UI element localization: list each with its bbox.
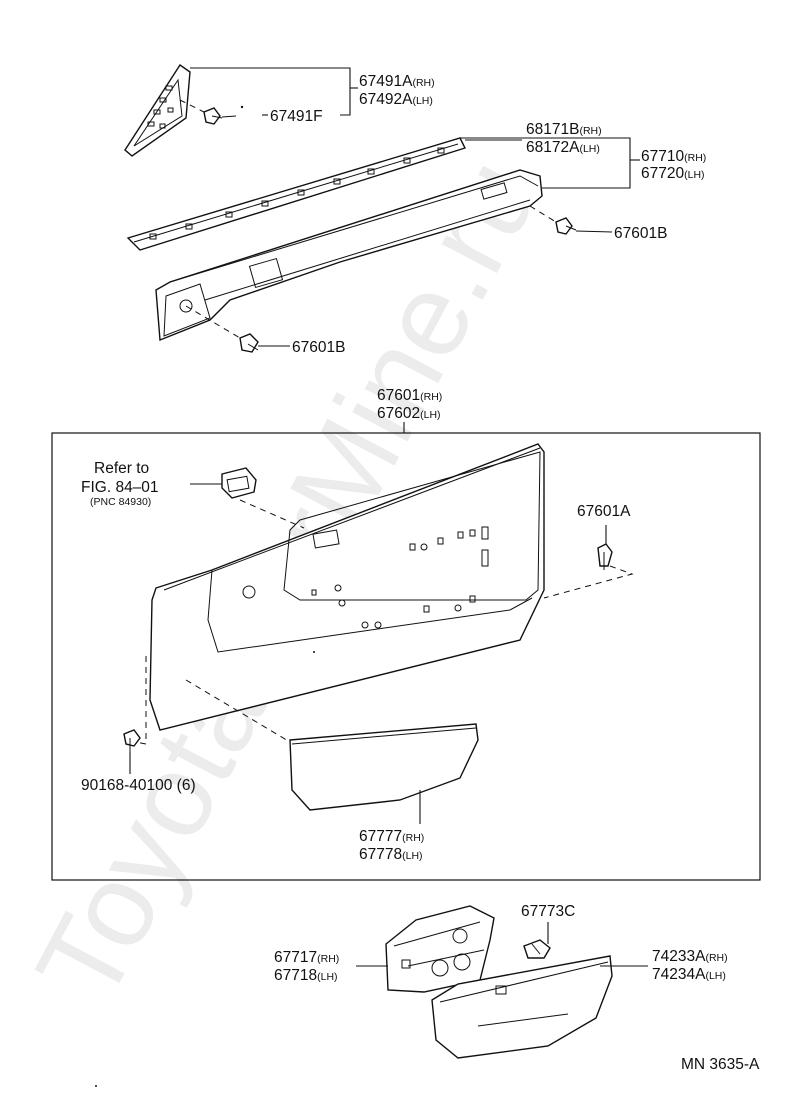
label-67717: 67717(RH)	[274, 949, 339, 966]
corner-garnish-part	[124, 64, 191, 157]
armrest-cover-part	[431, 955, 613, 1059]
label-74234A: 74234A(LH)	[652, 966, 726, 983]
upper-moulding-part	[126, 137, 466, 251]
clip-67601B-upper	[555, 217, 577, 235]
label-67601: 67601(RH)	[377, 387, 442, 404]
label-67777: 67777(RH)	[359, 828, 424, 845]
label-67491A: 67491A(RH)	[359, 73, 435, 90]
clip-67491F	[203, 107, 223, 125]
label-67718: 67718(LH)	[274, 967, 338, 984]
label-74233A: 74233A(RH)	[652, 948, 728, 965]
door-trim-frame	[51, 432, 761, 881]
label-67720: 67720(LH)	[641, 165, 705, 182]
refer-pnc-text: (PNC 84930)	[90, 496, 151, 508]
refer-to-text: Refer to	[94, 460, 149, 477]
clip-67601B-lower	[239, 333, 259, 353]
label-67710: 67710(RH)	[641, 148, 706, 165]
label-67492A: 67492A(LH)	[359, 91, 433, 108]
label-67773C: 67773C	[521, 903, 575, 920]
label-67601B-lower: 67601B	[292, 339, 345, 356]
clip-67601A	[597, 543, 613, 570]
lower-armrest-pad-part	[289, 723, 479, 811]
figure-code: MN 3635-A	[681, 1056, 760, 1073]
clip-67773C	[523, 939, 551, 959]
label-67491F: 67491F	[270, 108, 323, 125]
label-68172A: 68172A(LH)	[526, 139, 600, 156]
label-67601B-upper: 67601B	[614, 225, 667, 242]
armrest-base-part	[385, 905, 495, 993]
label-67602: 67602(LH)	[377, 405, 441, 422]
label-67601A: 67601A	[577, 503, 631, 520]
label-67778: 67778(LH)	[359, 846, 423, 863]
refer-fig-text: FIG. 84–01	[81, 479, 159, 496]
door-trim-board-part	[149, 443, 545, 731]
switch-base-part	[221, 467, 257, 499]
label-68171B: 68171B(RH)	[526, 121, 602, 138]
label-90168: 90168-40100 (6)	[81, 777, 196, 794]
screw-90168	[123, 729, 141, 752]
